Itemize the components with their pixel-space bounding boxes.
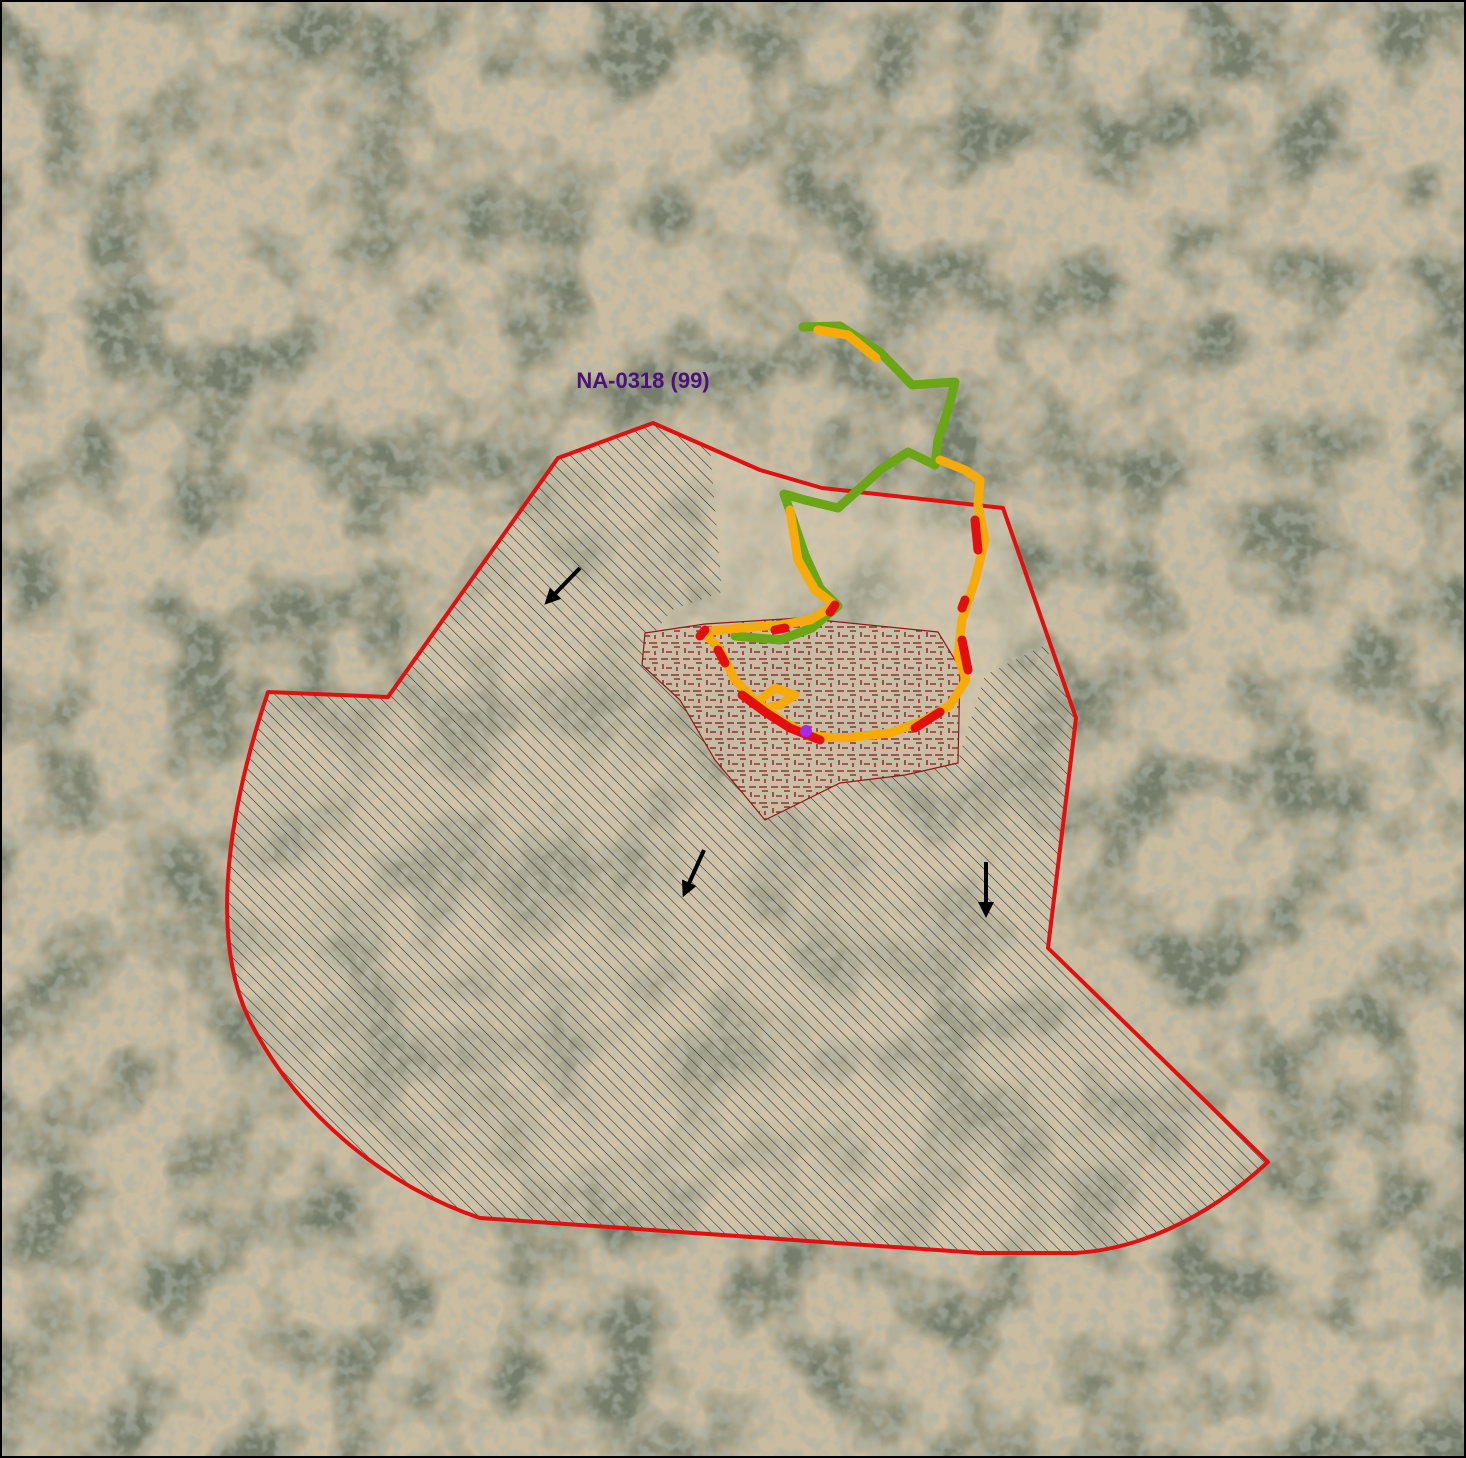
flow-direction-arrows [544,566,994,918]
gps-track-orange [699,325,990,743]
gps-track-red [695,515,983,745]
gps-track[interactable] [695,321,990,745]
flow-arrow-1 [544,566,582,605]
site-boundary[interactable] [225,421,1270,1255]
site-label: NA-0318 (99) [576,368,709,393]
hatched-area [227,423,1269,1253]
site-boundary-outline [225,421,1270,1255]
flow-arrow-2 [681,849,706,898]
gps-track-purple-point [800,725,812,737]
